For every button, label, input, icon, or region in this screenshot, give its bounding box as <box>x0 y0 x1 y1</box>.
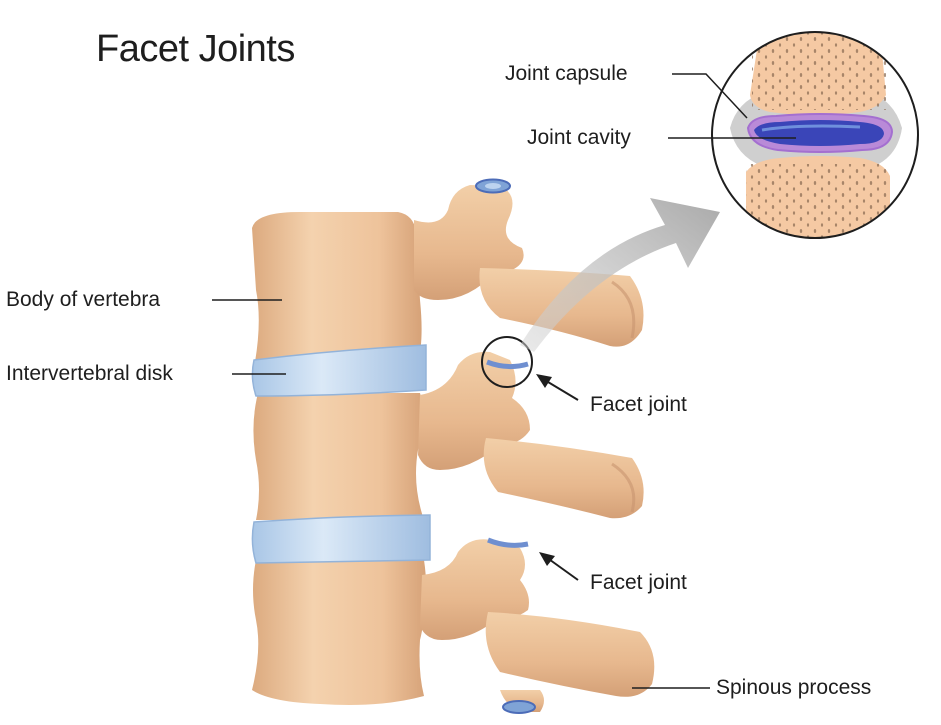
facet-joint-2 <box>487 537 529 548</box>
facet-highlight-circle <box>481 336 533 388</box>
facet-joint-1 <box>486 359 529 370</box>
vertebral-body-1 <box>252 212 422 362</box>
spinous-process-2 <box>483 438 644 519</box>
label-facet-joint-upper: Facet joint <box>590 393 687 416</box>
label-spinous-process: Spinous process <box>716 676 872 699</box>
vertebral-body-3 <box>252 560 427 705</box>
pointer-facet-joint-upper <box>536 374 579 401</box>
spinous-process-3 <box>485 612 655 697</box>
leader-joint-capsule <box>672 73 748 119</box>
label-body-of-vertebra: Body of vertebra <box>6 288 161 311</box>
label-intervertebral-disk: Intervertebral disk <box>6 362 173 385</box>
zoom-arrow <box>520 198 720 352</box>
label-joint-cavity: Joint cavity <box>527 126 631 149</box>
vertebral-body-2 <box>253 393 424 520</box>
label-facet-joint-lower: Facet joint <box>590 571 687 594</box>
intervertebral-disk-2 <box>251 514 431 564</box>
zoom-circle-border <box>711 31 919 239</box>
intervertebral-disk-1 <box>251 344 427 397</box>
label-joint-capsule: Joint capsule <box>505 62 628 85</box>
facet-cap-bottom <box>502 700 536 714</box>
diagram-title: Facet Joints <box>96 28 295 70</box>
pointer-facet-joint-lower <box>539 552 579 581</box>
